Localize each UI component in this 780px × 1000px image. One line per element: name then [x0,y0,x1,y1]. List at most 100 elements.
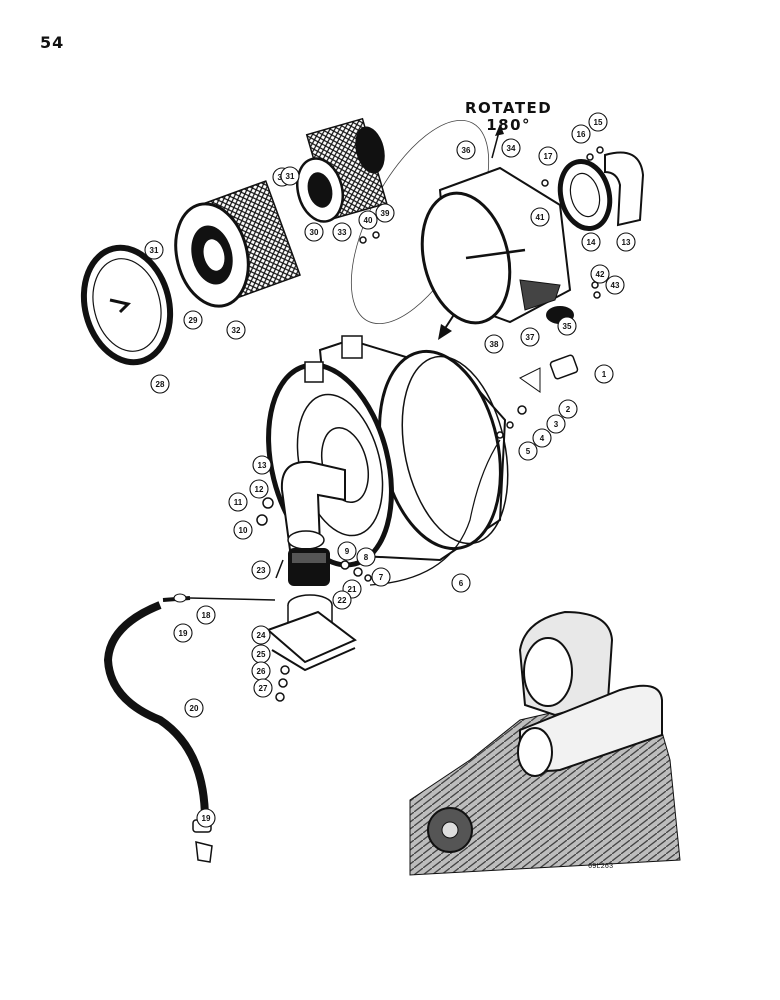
callout-12: 12 [249,479,269,499]
callout-10: 10 [233,520,253,540]
callout-label: 11 [234,498,243,507]
callout-18: 18 [196,605,216,625]
top-elbow [604,151,645,227]
callout-39: 39 [375,203,395,223]
callout-19: 19 [196,808,216,828]
dust-tube [103,593,209,821]
callout-label: 5 [526,447,531,456]
callout-27: 27 [253,678,273,698]
callout-label: 41 [536,213,545,222]
mounting-adapter-plate [266,610,357,672]
callout-label: 42 [596,270,605,279]
callout-35: 35 [557,316,577,336]
callout-label: 31 [150,246,159,255]
callout-31: 31 [144,240,164,260]
callout-9: 9 [337,541,357,561]
restriction-indicator [519,354,579,393]
callout-label: 4 [540,434,545,443]
outer-cover [80,244,174,366]
callout-42: 42 [590,264,610,284]
primary-filter-element [174,180,301,308]
callout-label: 23 [257,566,266,575]
callout-label: 31 [286,172,295,181]
callout-label: 10 [239,526,248,535]
callout-38: 38 [484,334,504,354]
callout-1: 1 [594,364,614,384]
engine-inset-photo [409,610,681,876]
callout-2: 2 [558,399,578,419]
callout-19: 19 [173,623,193,643]
callout-15: 15 [588,112,608,132]
callout-37: 37 [520,327,540,347]
callout-8: 8 [356,547,376,567]
callout-32: 32 [226,320,246,340]
callout-label: 28 [156,380,165,389]
callout-4: 4 [532,428,552,448]
callout-label: 6 [459,579,464,588]
mounting-ring [557,159,613,231]
callout-label: 35 [563,322,572,331]
hardware-fittings [189,146,604,702]
callout-13: 13 [252,455,272,475]
secondary-filter-element [296,117,388,223]
callout-label: 18 [202,611,211,620]
callout-31: 31 [280,166,300,186]
callout-25: 25 [251,644,271,664]
callout-3: 3 [546,414,566,434]
callout-label: 39 [381,209,390,218]
rotation-arrow [491,124,504,159]
callout-17: 17 [538,146,558,166]
callout-label: 13 [622,238,631,247]
callout-label: 34 [507,144,516,153]
callouts: 1234567891011121313141516171819192021222… [144,112,636,828]
callout-22: 22 [332,590,352,610]
callout-13: 13 [616,232,636,252]
callout-24: 24 [251,625,271,645]
callout-label: 38 [490,340,499,349]
callout-36: 36 [456,140,476,160]
callout-label: 17 [544,152,553,161]
callout-label: 37 [526,333,535,342]
callout-16: 16 [571,124,591,144]
callout-label: 36 [462,146,471,155]
rotation-note: ROTATED 180° [465,100,552,134]
callout-label: 8 [364,553,369,562]
rotation-note-line2: 180° [486,116,532,134]
callout-label: 32 [232,326,241,335]
callout-14: 14 [581,232,601,252]
callout-label: 13 [258,461,267,470]
rotation-note-line1: ROTATED [465,99,553,117]
callout-label: 2 [566,405,571,414]
callout-label: 22 [338,596,347,605]
callout-label: 19 [202,814,211,823]
callout-23: 23 [251,560,271,580]
callout-40: 40 [358,210,378,230]
callout-label: 20 [190,704,199,713]
callout-label: 25 [257,650,266,659]
callout-label: 9 [345,547,350,556]
callout-20: 20 [184,698,204,718]
callout-label: 21 [348,585,357,594]
callout-label: 15 [594,118,603,127]
callout-43: 43 [605,275,625,295]
callout-label: 7 [379,573,384,582]
callout-29: 29 [183,310,203,330]
callout-7: 7 [371,567,391,587]
indicator-line [369,439,501,586]
callout-41: 41 [530,207,550,227]
callout-label: 19 [179,629,188,638]
callout-33: 33 [332,222,352,242]
callout-26: 26 [251,661,271,681]
callout-6: 6 [451,573,471,593]
photo-reference-code: 69L263 [588,863,614,871]
callout-label: 29 [189,316,198,325]
callout-11: 11 [228,492,248,512]
callout-label: 3 [554,420,559,429]
callout-label: 27 [259,684,268,693]
page-number: 54 [40,33,65,52]
callout-30: 30 [304,222,324,242]
callout-label: 1 [602,370,607,379]
callout-label: 24 [257,631,266,640]
cleaner-cover [420,166,572,325]
